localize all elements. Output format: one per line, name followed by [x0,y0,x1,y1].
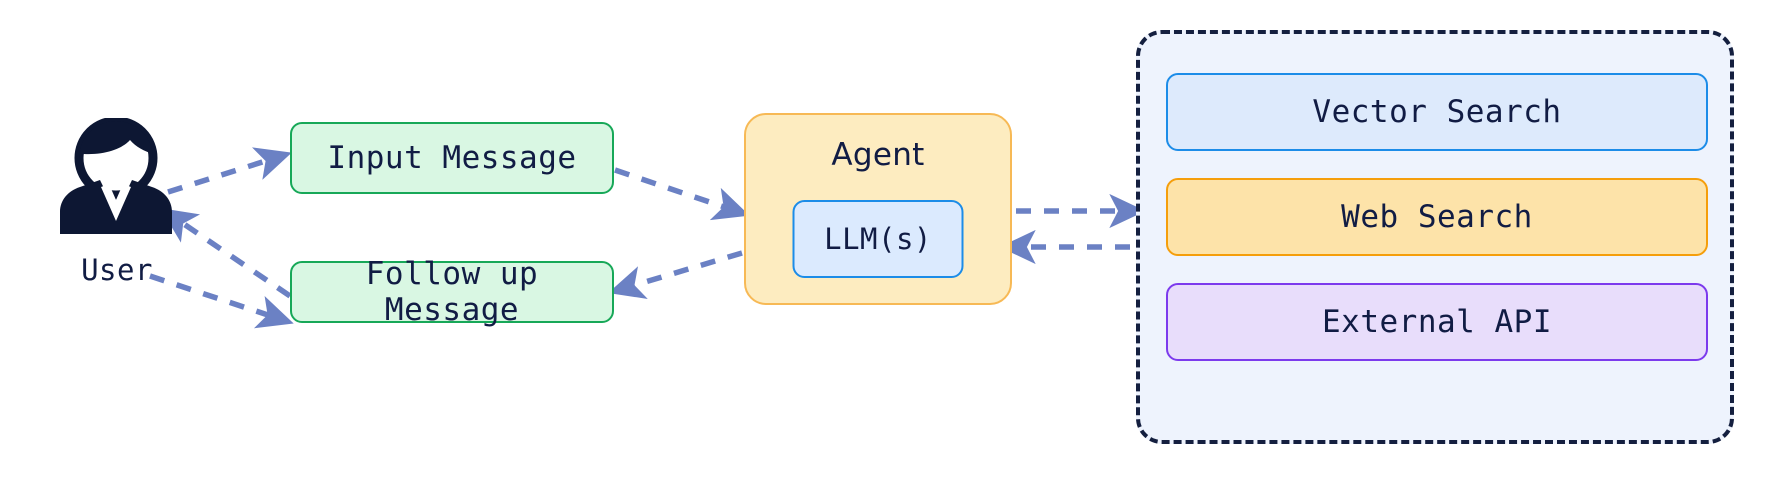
tool-external-api[interactable]: External API [1166,283,1708,361]
edge-followup-to-user [160,208,292,299]
follow-up-message-label: Follow up Message [365,256,539,328]
tool-web-search-label: Web Search [1341,199,1533,235]
agent-label: Agent [831,137,925,173]
follow-up-message-node[interactable]: Follow up Message [290,256,614,328]
avatar [60,116,172,240]
edge-agent-to-followup [608,250,743,299]
tool-web-search[interactable]: Web Search [1166,178,1708,256]
user-label: User [81,253,153,287]
tool-vector-search-label: Vector Search [1312,94,1562,130]
llm-label: LLM(s) [824,222,932,256]
edge-input-to-agent [614,167,750,221]
agent-node[interactable]: Agent LLM(s) [744,113,1012,305]
tool-external-api-label: External API [1322,304,1552,340]
user-avatar-icon [60,116,172,234]
input-message-node[interactable]: Input Message [290,122,614,194]
tools-panel: Vector Search Web Search External API [1136,30,1734,444]
edge-user-to-input [167,147,292,195]
input-message-label: Input Message [327,140,577,176]
llm-node[interactable]: LLM(s) [792,200,964,278]
tool-vector-search[interactable]: Vector Search [1166,73,1708,151]
